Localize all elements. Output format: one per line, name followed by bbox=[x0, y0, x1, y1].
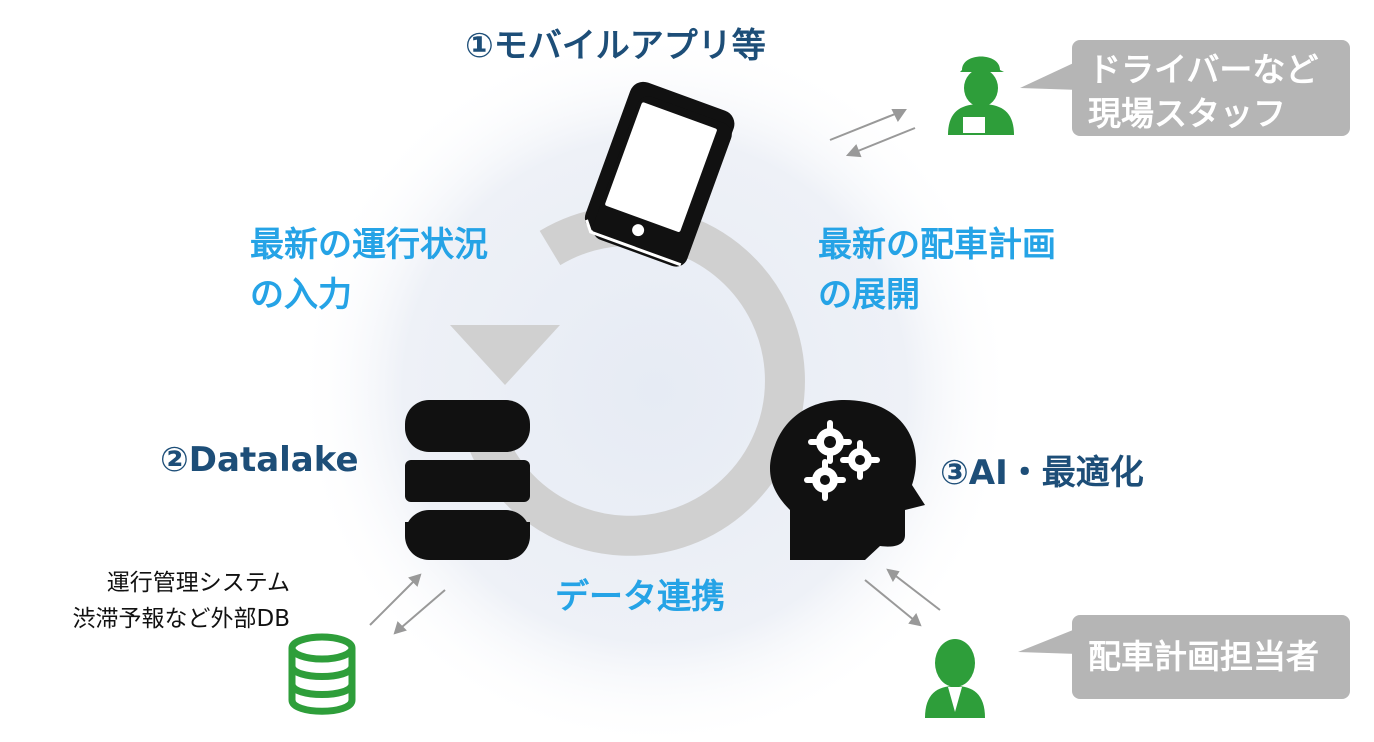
cycle-arrowhead bbox=[450, 325, 560, 385]
flow-right-line-2: の展開 bbox=[818, 275, 920, 315]
external-db-label: 運行管理システム 渋滞予報など外部DB bbox=[0, 565, 291, 637]
flow-right-label: 最新の配車計画 の展開 bbox=[818, 220, 1056, 320]
ai-title: ③AI・最適化 bbox=[940, 453, 1144, 493]
driver-bubble-line-2: 現場スタッフ bbox=[1088, 94, 1286, 133]
exchange-arrows-external-db bbox=[369, 573, 446, 635]
planner-bubble: 配車計画担当者 bbox=[1072, 615, 1350, 699]
driver-bubble-tail bbox=[1020, 60, 1080, 90]
flow-bottom-label: データ連携 bbox=[555, 577, 725, 617]
external-db-line-2: 渋滞予報など外部DB bbox=[72, 606, 291, 632]
datalake-title: ②Datalake bbox=[160, 440, 359, 480]
ai-head-gear-icon bbox=[770, 399, 925, 560]
flow-left-label: 最新の運行状況 の入力 bbox=[250, 220, 488, 320]
background-glow bbox=[295, 30, 1015, 742]
planner-icon bbox=[925, 639, 985, 718]
flow-right-line-1: 最新の配車計画 bbox=[818, 225, 1056, 265]
flow-left-line-1: 最新の運行状況 bbox=[250, 225, 488, 265]
mobile-title: ①モバイルアプリ等 bbox=[465, 26, 766, 66]
driver-bubble-line-1: ドライバーなど bbox=[1088, 50, 1319, 89]
driver-icon bbox=[948, 56, 1014, 135]
planner-bubble-tail bbox=[1018, 628, 1078, 654]
driver-bubble: ドライバーなど 現場スタッフ bbox=[1072, 40, 1350, 136]
flow-left-line-2: の入力 bbox=[250, 275, 352, 315]
external-db-icon bbox=[288, 633, 356, 715]
external-db-line-1: 運行管理システム bbox=[106, 570, 290, 596]
database-icon bbox=[405, 400, 530, 560]
exchange-arrows-planner bbox=[864, 568, 941, 627]
exchange-arrows-driver bbox=[829, 109, 916, 158]
smartphone-icon bbox=[584, 81, 735, 267]
